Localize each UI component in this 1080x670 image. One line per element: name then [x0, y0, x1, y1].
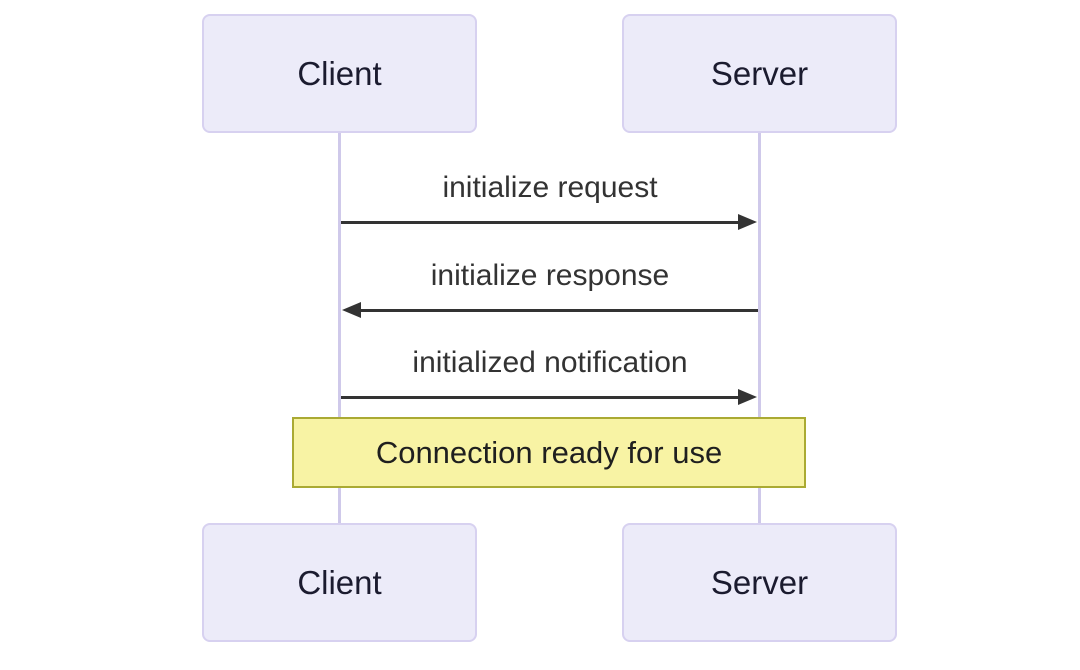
arrow-line [341, 395, 743, 399]
arrowhead-left-icon [342, 302, 361, 318]
actor-client-top-label: Client [297, 54, 382, 92]
message-label-initialize-request: initialize request [442, 171, 658, 204]
actor-server-bottom-label: Server [710, 563, 809, 601]
message-label-initialized-notification: initialized notification [412, 346, 688, 379]
note-label: Connection ready for use [375, 434, 723, 470]
actor-client-bottom: Client [202, 523, 477, 642]
actor-server-bottom: Server [622, 523, 897, 642]
actor-server-top: Server [622, 14, 897, 133]
lifeline-server [758, 133, 761, 523]
lifeline-client [338, 133, 341, 523]
arrow-line [341, 220, 743, 224]
arrow-client-to-server-2 [341, 388, 757, 406]
actor-server-top-label: Server [710, 54, 809, 92]
actor-client-bottom-label: Client [297, 563, 382, 601]
arrow-client-to-server-1 [341, 213, 757, 231]
actor-client-top: Client [202, 14, 477, 133]
arrowhead-right-icon [738, 389, 757, 405]
arrow-line [356, 308, 758, 312]
note-connection-ready: Connection ready for use [292, 417, 806, 488]
arrow-server-to-client [342, 301, 758, 319]
arrowhead-right-icon [738, 214, 757, 230]
message-label-initialize-response: initialize response [430, 259, 670, 292]
